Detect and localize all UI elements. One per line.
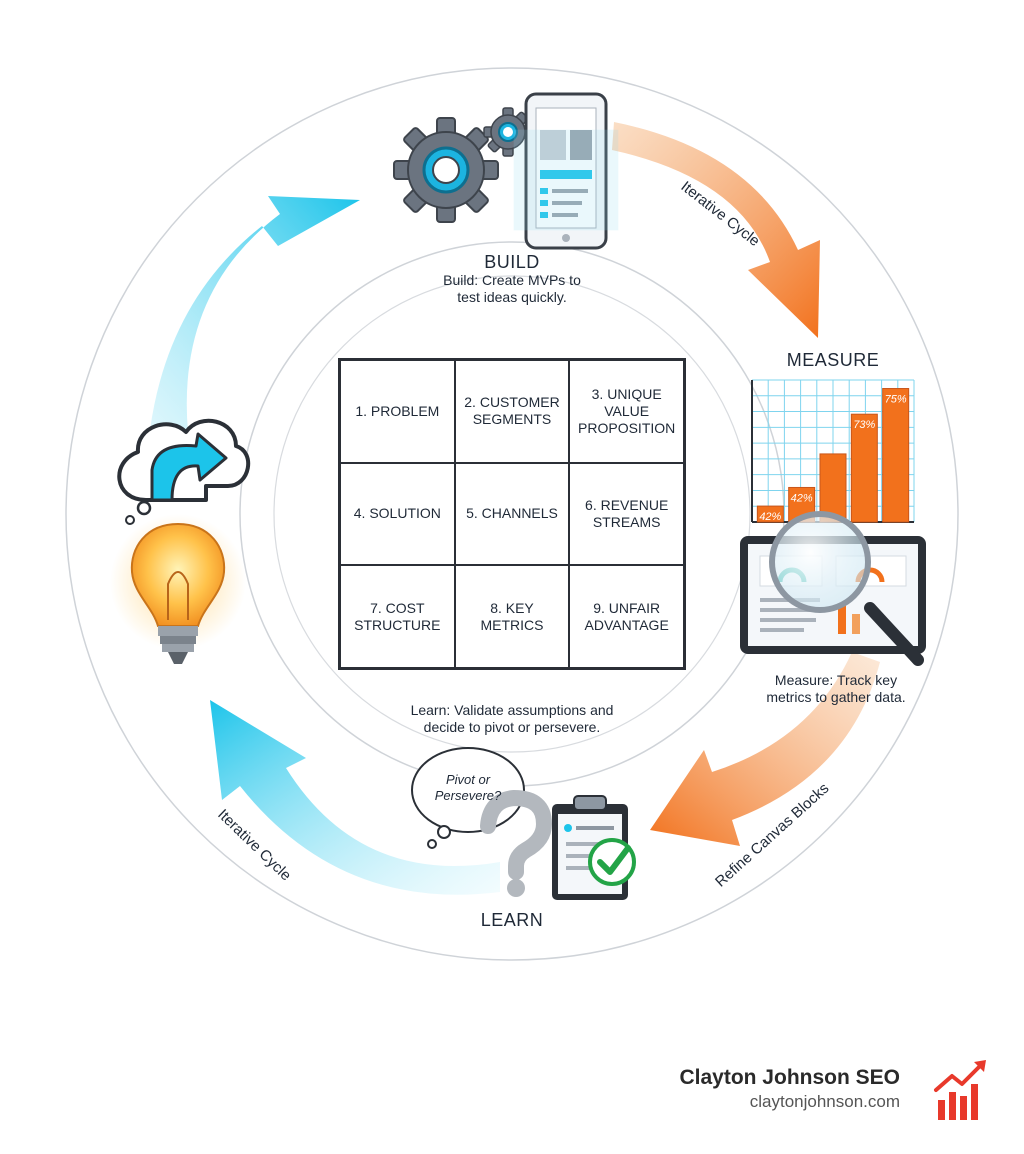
canvas-block-solution: 4. SOLUTION [340,462,455,566]
brand-name: Clayton Johnson SEO [679,1066,900,1089]
light-bulb-icon [110,514,246,664]
checkmark-icon [588,838,636,886]
chart-bar [756,505,784,523]
build-title: BUILD [484,252,540,272]
learn-desc-line-1: Learn: Validate assumptions and [410,702,614,718]
thought-bubble-text: Pivot or Persevere? [418,772,518,804]
metrics-bar-chart: 42% 42% 73% 75% [751,379,915,523]
brand-logo-icon [934,1060,986,1120]
canvas-block-channels: 5. CHANNELS [454,462,570,566]
canvas-block-problem: 1. PROBLEM [340,360,455,463]
canvas-block-key-metrics: 8. KEY METRICS [454,565,570,668]
cyan-arrow-bottom [210,700,500,895]
canvas-block-revenue-streams: 6. REVENUE STREAMS [569,462,684,566]
magnifying-glass-icon [769,511,924,666]
chart-data-label: 73% [853,419,875,431]
measure-title: MEASURE [786,350,880,370]
measure-desc-line-2: metrics to gather data. [766,689,906,705]
chart-data-label: 42% [791,492,813,504]
learn-description: Learn: Validate assumptions and decide t… [372,702,652,736]
question-mark-icon [480,789,553,897]
brand-url[interactable]: claytonjohnson.com [749,1092,900,1111]
small-gear-icon [483,107,533,157]
build-desc-line-2: test ideas quickly. [457,289,567,305]
canvas-block-unfair-advantage: 9. UNFAIR ADVANTAGE [569,565,684,668]
gear-icon [393,117,499,223]
learn-title: LEARN [480,910,544,930]
measure-desc-line-1: Measure: Track key [774,672,898,688]
chart-bar [850,413,878,523]
inner-ring [273,275,751,753]
learn-desc-line-2: decide to pivot or persevere. [423,719,601,735]
canvas-block-cost-structure: 7. COST STRUCTURE [340,565,455,668]
build-description: Build: Create MVPs to test ideas quickly… [392,272,632,306]
orange-arrow-bottom [650,652,880,846]
build-desc-line-1: Build: Create MVPs to [443,272,581,288]
redo-cloud-icon [117,418,251,525]
lean-canvas-grid: 1. PROBLEM 2. CUSTOMER SEGMENTS 3. UNIQU… [338,358,686,670]
orange-arrow-top [612,122,820,338]
canvas-block-customer-segments: 2. CUSTOMER SEGMENTS [454,360,570,463]
canvas-block-unique-value-proposition: 3. UNIQUE VALUE PROPOSITION [569,360,684,463]
chart-bar [882,388,910,523]
cyan-arrow-top [150,196,360,432]
thought-line-1: Pivot or [445,772,491,787]
smartphone-icon [513,92,619,250]
chart-bar [819,453,847,523]
thought-line-2: Persevere? [434,788,502,803]
chart-data-label: 75% [885,394,907,406]
chart-data-label: 42% [759,511,781,523]
outer-ring [65,67,959,961]
measure-description: Measure: Track key metrics to gather dat… [736,672,936,706]
